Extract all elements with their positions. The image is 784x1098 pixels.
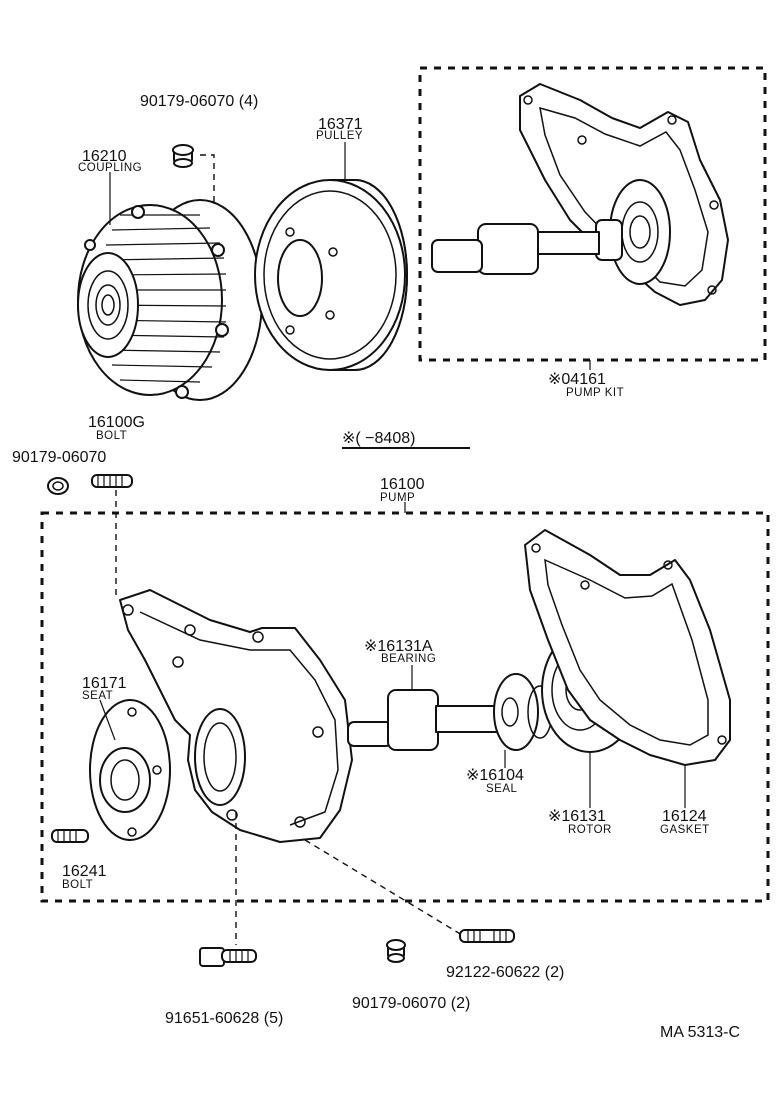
bolt-5-number: 91651-60628 (5) bbox=[165, 1010, 283, 1027]
clip-single-drawing bbox=[47, 477, 69, 495]
pump-kit-drawing bbox=[431, 83, 729, 306]
bolt-g-name: BOLT bbox=[96, 430, 127, 442]
clip-2-number: 90179-06070 (2) bbox=[352, 995, 470, 1012]
pulley-drawing bbox=[254, 179, 408, 371]
seat-number: 16171 bbox=[82, 675, 127, 692]
pulley-name: PULLEY bbox=[316, 130, 363, 142]
pulley-number: 16371 bbox=[318, 116, 363, 133]
rotor-number: ※16131 bbox=[548, 808, 606, 825]
clip-2-drawing bbox=[386, 939, 406, 963]
pump-housing-drawing bbox=[119, 589, 353, 843]
rotor-name: ROTOR bbox=[568, 824, 612, 836]
bolt-g-drawing bbox=[91, 474, 133, 488]
bearing-number: ※16131A bbox=[364, 638, 433, 655]
pump-name: PUMP bbox=[380, 492, 415, 504]
seat-leader bbox=[99, 699, 116, 741]
pump-assembly-dashed-box bbox=[40, 511, 770, 903]
coupling-number: 16210 bbox=[82, 148, 127, 165]
diagram-code: MA 5313-C bbox=[660, 1024, 740, 1041]
bearing-name: BEARING bbox=[381, 653, 436, 665]
pump-number: 16100 bbox=[380, 476, 425, 493]
coupling-name: COUPLING bbox=[78, 162, 142, 174]
bolt-g-number: 16100G bbox=[88, 414, 145, 431]
gasket-drawing bbox=[524, 529, 731, 766]
pump-kit-name: PUMP KIT bbox=[566, 387, 624, 399]
seat-drawing bbox=[89, 699, 171, 841]
clip-4-drawing bbox=[172, 144, 194, 168]
clip-4-leader bbox=[200, 154, 215, 215]
bearing-drawing bbox=[347, 689, 501, 751]
stud-number: 92122-60622 (2) bbox=[446, 964, 564, 981]
pump-kit-dashed-box bbox=[418, 66, 767, 362]
pump-kit-number: ※04161 bbox=[548, 371, 606, 388]
stud-drawing bbox=[459, 929, 515, 943]
gasket-name: GASKET bbox=[660, 824, 710, 836]
bolt-b-name: BOLT bbox=[62, 879, 93, 891]
clip-single-number: 90179-06070 bbox=[12, 449, 106, 466]
bolt-b-number: 16241 bbox=[62, 863, 107, 880]
clip-4-number: 90179-06070 (4) bbox=[140, 93, 258, 110]
seal-drawing bbox=[493, 673, 553, 751]
bolt-5-drawing bbox=[199, 947, 257, 967]
seal-name: SEAL bbox=[486, 783, 518, 795]
applicability-note: ※( −8408) bbox=[342, 430, 415, 447]
coupling-drawing bbox=[77, 199, 263, 401]
seal-number: ※16104 bbox=[466, 767, 524, 784]
bolt-b-drawing bbox=[51, 829, 89, 843]
stud-leader bbox=[304, 839, 463, 936]
seat-name: SEAT bbox=[82, 690, 113, 702]
gasket-number: 16124 bbox=[662, 808, 707, 825]
